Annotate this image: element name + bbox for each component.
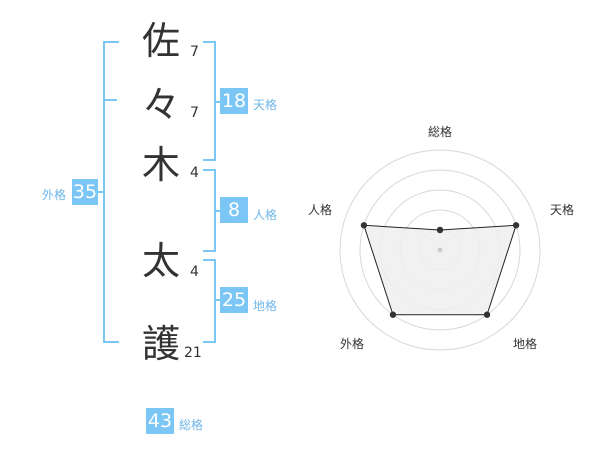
chikaku-bracket — [203, 259, 216, 343]
radar-point — [483, 311, 491, 318]
radar-axis-gaikaku: 外格 — [339, 337, 364, 351]
gaikaku-bracket-connector — [97, 191, 105, 193]
stroke-count-2: 7 — [190, 105, 199, 121]
radar-point — [389, 311, 397, 318]
gaikaku-label: 外格 — [42, 188, 67, 202]
name-char-1: 佐 — [142, 19, 181, 63]
stroke-count-5: 21 — [184, 345, 202, 361]
soukaku-value: 43 — [146, 408, 174, 434]
name-char-5: 護 — [142, 322, 181, 366]
tenkaku-bracket-connector — [215, 101, 221, 103]
radar-center-dot — [437, 247, 443, 253]
gaikaku-value: 35 — [72, 179, 98, 205]
chikaku-label: 地格 — [253, 299, 278, 313]
stroke-count-3: 4 — [190, 165, 199, 181]
soukaku-label: 総格 — [179, 418, 204, 432]
radar-axis-chikaku: 地格 — [512, 337, 537, 351]
radar-axis-jinkaku: 人格 — [307, 203, 332, 217]
radar-axis-soukaku: 総格 — [427, 125, 452, 139]
stroke-count-4: 4 — [190, 264, 199, 280]
jinkaku-value: 8 — [220, 197, 248, 223]
radar-ring — [359, 169, 521, 331]
chikaku-value: 25 — [220, 287, 248, 313]
tenkaku-value: 18 — [220, 88, 248, 114]
jinkaku-bracket-connector — [215, 210, 221, 212]
name-char-2: 々 — [142, 83, 181, 127]
jinkaku-label: 人格 — [253, 208, 278, 222]
gaikaku-bracket-tick — [103, 99, 117, 101]
radar-polygon — [363, 224, 517, 316]
radar-axis-tenkaku: 天格 — [549, 203, 574, 217]
name-char-3: 木 — [142, 143, 181, 187]
radar-points — [360, 222, 520, 318]
radar-point — [436, 226, 444, 234]
radar-ring — [339, 149, 541, 351]
stroke-count-1: 7 — [190, 44, 199, 60]
tenkaku-label: 天格 — [253, 98, 278, 112]
name-char-4: 太 — [142, 239, 181, 283]
chikaku-bracket-connector — [215, 299, 221, 301]
radar-point — [360, 222, 368, 229]
radar-point — [512, 222, 520, 229]
